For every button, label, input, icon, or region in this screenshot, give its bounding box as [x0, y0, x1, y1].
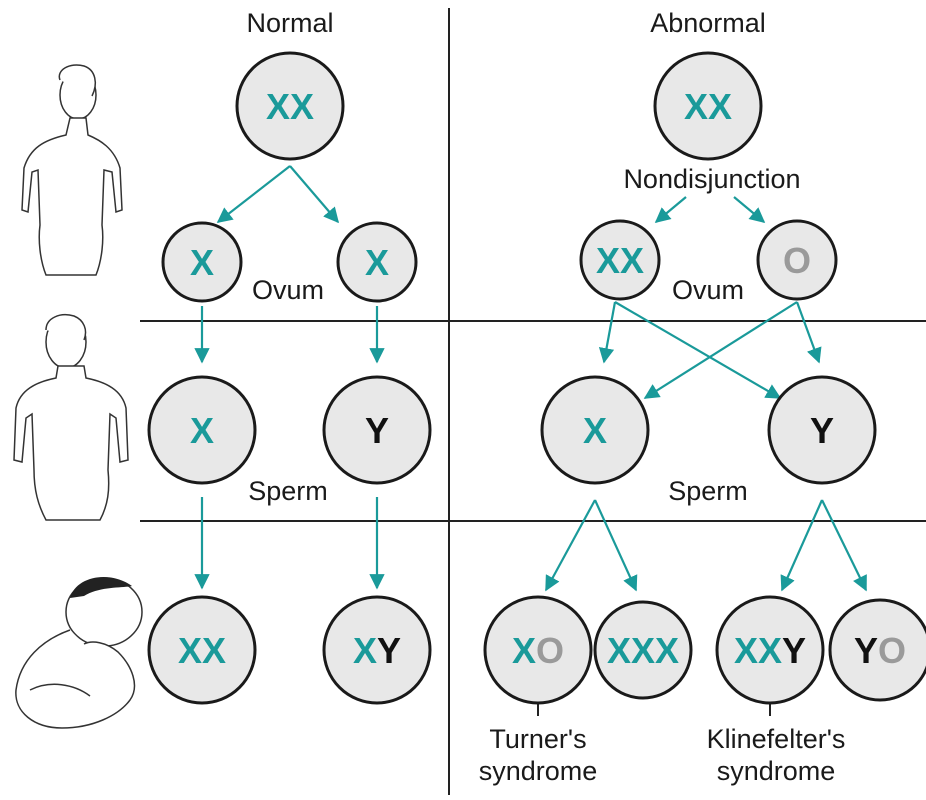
zygote-xxy-chromosome-0: X: [734, 630, 758, 671]
baby-figure-icon: [16, 577, 142, 728]
zygote-xxy-chromosome-2: Y: [782, 630, 806, 671]
zygote-yo-cell: YO: [830, 600, 926, 700]
normal-header: Normal: [246, 8, 333, 38]
abnormal-ovum-xx-chromosomes: XX: [596, 240, 644, 281]
klinefelter-label-line2: syndrome: [717, 756, 836, 786]
abnormal-ovum-xx-chromosome-1: X: [620, 240, 644, 281]
turner-label-line1: Turner's: [489, 724, 586, 754]
zygote-xxy-chromosome-1: X: [758, 630, 782, 671]
normal-ovum-2-chromosomes: X: [365, 242, 389, 283]
turner-label-line2: syndrome: [479, 756, 598, 786]
abnormal-ovum-o-chromosomes: O: [783, 240, 811, 281]
abnormal-sperm-y-chromosome-0: Y: [810, 410, 834, 451]
normal-zygote-xy-cell: XY: [324, 597, 430, 703]
zygote-xxx-chromosome-2: X: [655, 630, 679, 671]
normal-zygote-xx-chromosomes: XX: [178, 630, 226, 671]
normal-zygote-xx-chromosome-1: X: [202, 630, 226, 671]
normal-sperm-y-cell: Y: [324, 377, 430, 483]
zygote-yo-chromosomes: YO: [854, 630, 906, 671]
abnormal-ovum-xx-chromosome-0: X: [596, 240, 620, 281]
arrow-nondisjunction-to-ovum-o: [734, 197, 764, 222]
zygote-xxx-cell: XXX: [595, 602, 691, 698]
normal-ovum-2-chromosome-0: X: [365, 242, 389, 283]
zygote-yo-chromosome-0: Y: [854, 630, 878, 671]
arrow-ovum-xx-to-sperm-x: [604, 302, 615, 362]
normal-parent-chromosome-1: X: [290, 86, 314, 127]
zygote-xxx-chromosome-1: X: [631, 630, 655, 671]
normal-sperm-y-chromosomes: Y: [365, 410, 389, 451]
normal-sperm-x-chromosome-0: X: [190, 410, 214, 451]
normal-parent-chromosomes: XX: [266, 86, 314, 127]
arrow-parent-to-ovum-2: [290, 166, 338, 222]
zygote-xxx-chromosome-0: X: [607, 630, 631, 671]
female-figure-icon: [22, 65, 122, 275]
zygote-xo-chromosome-1: O: [536, 630, 564, 671]
normal-sperm-x-cell: X: [149, 377, 255, 483]
normal-sperm-x-chromosomes: X: [190, 410, 214, 451]
ovum-label-normal: Ovum: [252, 275, 324, 305]
abnormal-ovum-o-cell: O: [758, 221, 836, 299]
normal-sperm-y-chromosome-0: Y: [365, 410, 389, 451]
abnormal-sperm-y-cell: Y: [769, 377, 875, 483]
abnormal-sperm-x-chromosomes: X: [583, 410, 607, 451]
abnormal-header: Abnormal: [650, 8, 766, 38]
normal-parent-cell: XX: [237, 53, 343, 159]
zygote-xxx-chromosomes: XXX: [607, 630, 679, 671]
abnormal-parent-chromosome-1: X: [708, 86, 732, 127]
abnormal-parent-chromosome-0: X: [684, 86, 708, 127]
abnormal-parent-cell: XX: [655, 53, 761, 159]
abnormal-sperm-y-chromosomes: Y: [810, 410, 834, 451]
normal-ovum-2-cell: X: [338, 223, 416, 301]
zygote-yo-chromosome-1: O: [878, 630, 906, 671]
arrow-parent-to-ovum-1: [218, 166, 290, 222]
normal-zygote-xy-chromosome-1: Y: [377, 630, 401, 671]
normal-ovum-1-chromosomes: X: [190, 242, 214, 283]
normal-parent-chromosome-0: X: [266, 86, 290, 127]
klinefelter-label-line1: Klinefelter's: [707, 724, 846, 754]
sperm-label-abnormal: Sperm: [668, 476, 748, 506]
arrow-sperm-x-to-zygote-xo: [546, 500, 595, 590]
arrow-ovum-o-to-sperm-y: [797, 302, 819, 362]
nondisjunction-label: Nondisjunction: [623, 164, 800, 194]
normal-ovum-1-chromosome-0: X: [190, 242, 214, 283]
normal-ovum-1-cell: X: [163, 223, 241, 301]
arrow-sperm-y-to-zygote-yo: [822, 500, 866, 590]
normal-zygote-xy-chromosome-0: X: [353, 630, 377, 671]
zygote-xxy-chromosomes: XXY: [734, 630, 806, 671]
normal-zygote-xy-chromosomes: XY: [353, 630, 401, 671]
arrow-ovum-xx-to-sperm-y: [615, 302, 780, 398]
arrow-nondisjunction-to-ovum-xx: [656, 197, 686, 222]
normal-zygote-xx-chromosome-0: X: [178, 630, 202, 671]
normal-zygote-xx-cell: XX: [149, 597, 255, 703]
abnormal-ovum-o-chromosome-0: O: [783, 240, 811, 281]
zygote-xo-cell: XO: [485, 597, 591, 703]
arrow-sperm-y-to-zygote-xxy: [782, 500, 822, 590]
arrow-sperm-x-to-zygote-xxx: [595, 500, 636, 590]
abnormal-sperm-x-chromosome-0: X: [583, 410, 607, 451]
abnormal-sperm-x-cell: X: [542, 377, 648, 483]
abnormal-ovum-xx-cell: XX: [581, 221, 659, 299]
ovum-label-abnormal: Ovum: [672, 275, 744, 305]
arrow-ovum-o-to-sperm-x: [645, 302, 797, 398]
sperm-label-normal: Sperm: [248, 476, 328, 506]
zygote-xxy-cell: XXY: [717, 597, 823, 703]
abnormal-parent-chromosomes: XX: [684, 86, 732, 127]
zygote-xo-chromosome-0: X: [512, 630, 536, 671]
zygote-xo-chromosomes: XO: [512, 630, 564, 671]
male-figure-icon: [14, 315, 128, 520]
